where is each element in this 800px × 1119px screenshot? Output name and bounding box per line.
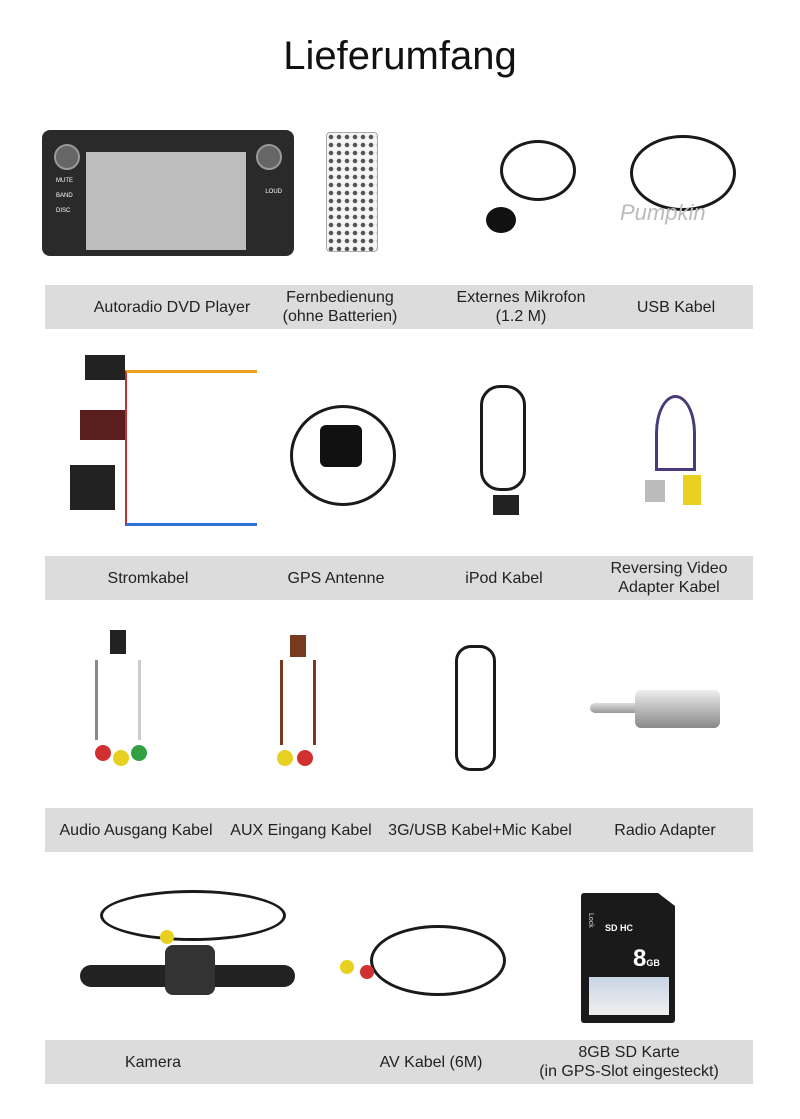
caption-line: AUX Eingang Kabel: [230, 821, 372, 839]
usb-cable-image: Pumpkin: [610, 130, 760, 240]
head-unit-image: MUTE BAND DISC LOUD: [42, 130, 294, 256]
caption-line: Radio Adapter: [614, 821, 716, 839]
sdhc-logo: SD HC: [605, 923, 634, 933]
caption-camera: Kamera: [125, 1040, 181, 1084]
caption-line: (1.2 M): [495, 308, 547, 325]
video-adapter-image: [645, 395, 705, 515]
caption-line: Stromkabel: [107, 569, 189, 587]
caption-line: Externes Mikrofon: [456, 289, 586, 306]
av-cable-image: [330, 920, 510, 1010]
pumpkin-watermark: Pumpkin: [620, 200, 706, 225]
caption-line: iPod Kabel: [465, 569, 543, 587]
remote-image: [326, 132, 378, 252]
caption-av-cable: AV Kabel (6M): [380, 1040, 483, 1084]
caption-sd-card: 8GB SD Karte (in GPS-Slot eingesteckt): [539, 1040, 719, 1084]
caption-line: Reversing Video: [610, 560, 728, 577]
caption-power-cable: Stromkabel: [108, 556, 189, 600]
caption-line: (in GPS-Slot eingesteckt): [539, 1063, 719, 1080]
caption-line: (ohne Batterien): [282, 308, 398, 325]
sd-card-image: Lock SD HC 8GB: [581, 893, 675, 1023]
sd-unit: GB: [646, 958, 660, 968]
caption-line: GPS Antenne: [287, 569, 385, 587]
power-cable-image: [65, 350, 265, 540]
caption-line: USB Kabel: [636, 298, 716, 316]
caption-audio-out: Audio Ausgang Kabel: [59, 808, 212, 852]
caption-ipod: iPod Kabel: [465, 556, 542, 600]
ipod-cable-image: [475, 385, 535, 525]
page-title: Lieferumfang: [283, 34, 517, 78]
caption-gps: GPS Antenne: [288, 556, 385, 600]
caption-usb: USB Kabel: [637, 285, 715, 329]
camera-image: [80, 890, 295, 1015]
caption-line: Audio Ausgang Kabel: [59, 821, 213, 839]
band-label: BAND: [56, 193, 73, 199]
caption-bar-row-4: Kamera AV Kabel (6M) 8GB SD Karte (in GPS…: [45, 1040, 753, 1084]
caption-head-unit: Autoradio DVD Player: [94, 285, 251, 329]
loud-label: LOUD: [265, 189, 282, 195]
caption-radio-adapter: Radio Adapter: [614, 808, 715, 852]
mute-label: MUTE: [56, 178, 73, 184]
caption-line: Adapter Kabel: [618, 579, 720, 596]
caption-usb-mic: 3G/USB Kabel+Mic Kabel: [388, 808, 572, 852]
microphone-image: [480, 135, 590, 240]
caption-line: Autoradio DVD Player: [93, 298, 251, 316]
caption-line: Kamera: [124, 1053, 182, 1071]
caption-line: 3G/USB Kabel+Mic Kabel: [388, 821, 572, 839]
caption-aux-in: AUX Eingang Kabel: [230, 808, 371, 852]
caption-line: AV Kabel (6M): [379, 1053, 483, 1071]
caption-bar-row-2: Stromkabel GPS Antenne iPod Kabel Revers…: [45, 556, 753, 600]
caption-line: Fernbedienung: [286, 289, 394, 306]
aux-in-cable-image: [265, 635, 335, 785]
caption-bar-row-3: Audio Ausgang Kabel AUX Eingang Kabel 3G…: [45, 808, 753, 852]
caption-line: 8GB SD Karte: [578, 1044, 680, 1061]
sd-lock-label: Lock: [587, 913, 594, 928]
gps-antenna-image: [290, 395, 400, 515]
radio-adapter-image: [590, 685, 720, 735]
caption-remote: Fernbedienung (ohne Batterien): [283, 285, 398, 329]
caption-bar-row-1: Autoradio DVD Player Fernbedienung (ohne …: [45, 285, 753, 329]
disc-label: DISC: [56, 208, 71, 214]
sd-capacity: 8: [633, 945, 647, 972]
audio-out-cable-image: [75, 630, 165, 790]
usb-mic-cable-image: [445, 635, 505, 785]
caption-microphone: Externes Mikrofon (1.2 M): [457, 285, 586, 329]
